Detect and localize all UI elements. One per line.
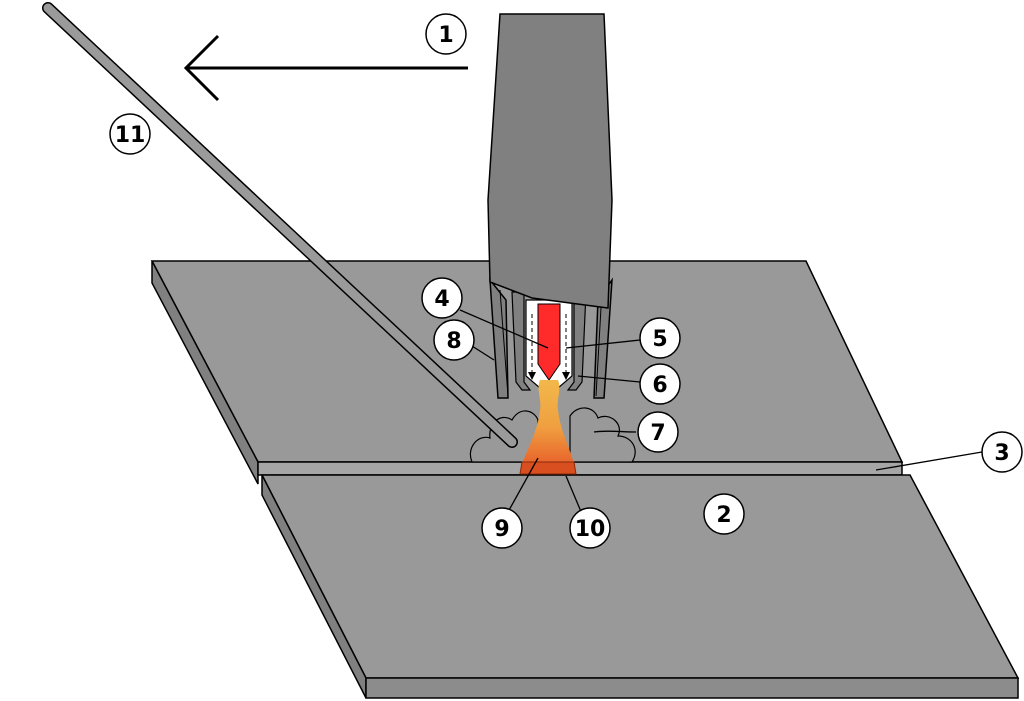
callout-6: 6 [639,363,681,405]
callout-6-label: 6 [652,373,667,398]
callout-3-label: 3 [994,441,1009,466]
callout-5: 5 [639,317,681,359]
front-workpiece [260,474,1020,699]
callout-4: 4 [421,277,463,319]
tungsten-electrode [537,303,561,381]
travel-direction-arrow [183,34,468,102]
callout-5-label: 5 [652,327,667,352]
shielding-gas-cloud [469,407,636,463]
callout-4-label: 4 [434,287,449,312]
callout-7: 7 [637,411,679,453]
callout-9: 9 [481,507,523,549]
callout-1: 1 [425,13,467,55]
callout-1-label: 1 [438,23,453,48]
leader-3 [875,451,983,471]
callout-10: 10 [569,507,611,549]
callout-10-label: 10 [575,517,606,542]
callout-7-label: 7 [650,421,665,446]
callout-9-label: 9 [494,517,509,542]
leader-10 [565,475,583,515]
leader-7 [593,430,637,433]
callout-3: 3 [981,431,1023,473]
callout-11-label: 11 [115,123,146,148]
callout-8-label: 8 [446,329,461,354]
callout-2: 2 [703,493,745,535]
leader-8 [471,345,495,361]
leader-4 [459,309,549,349]
torch-body [487,13,613,309]
filler-rod [42,2,518,448]
leader-6 [577,375,641,383]
leader-9 [507,457,539,513]
callout-8: 8 [433,319,475,361]
welding-arc [522,380,574,464]
callout-2-label: 2 [716,503,731,528]
leader-lines [459,309,983,515]
callout-11: 11 [109,113,151,155]
weld-pool [519,461,577,475]
leader-5 [565,339,641,349]
